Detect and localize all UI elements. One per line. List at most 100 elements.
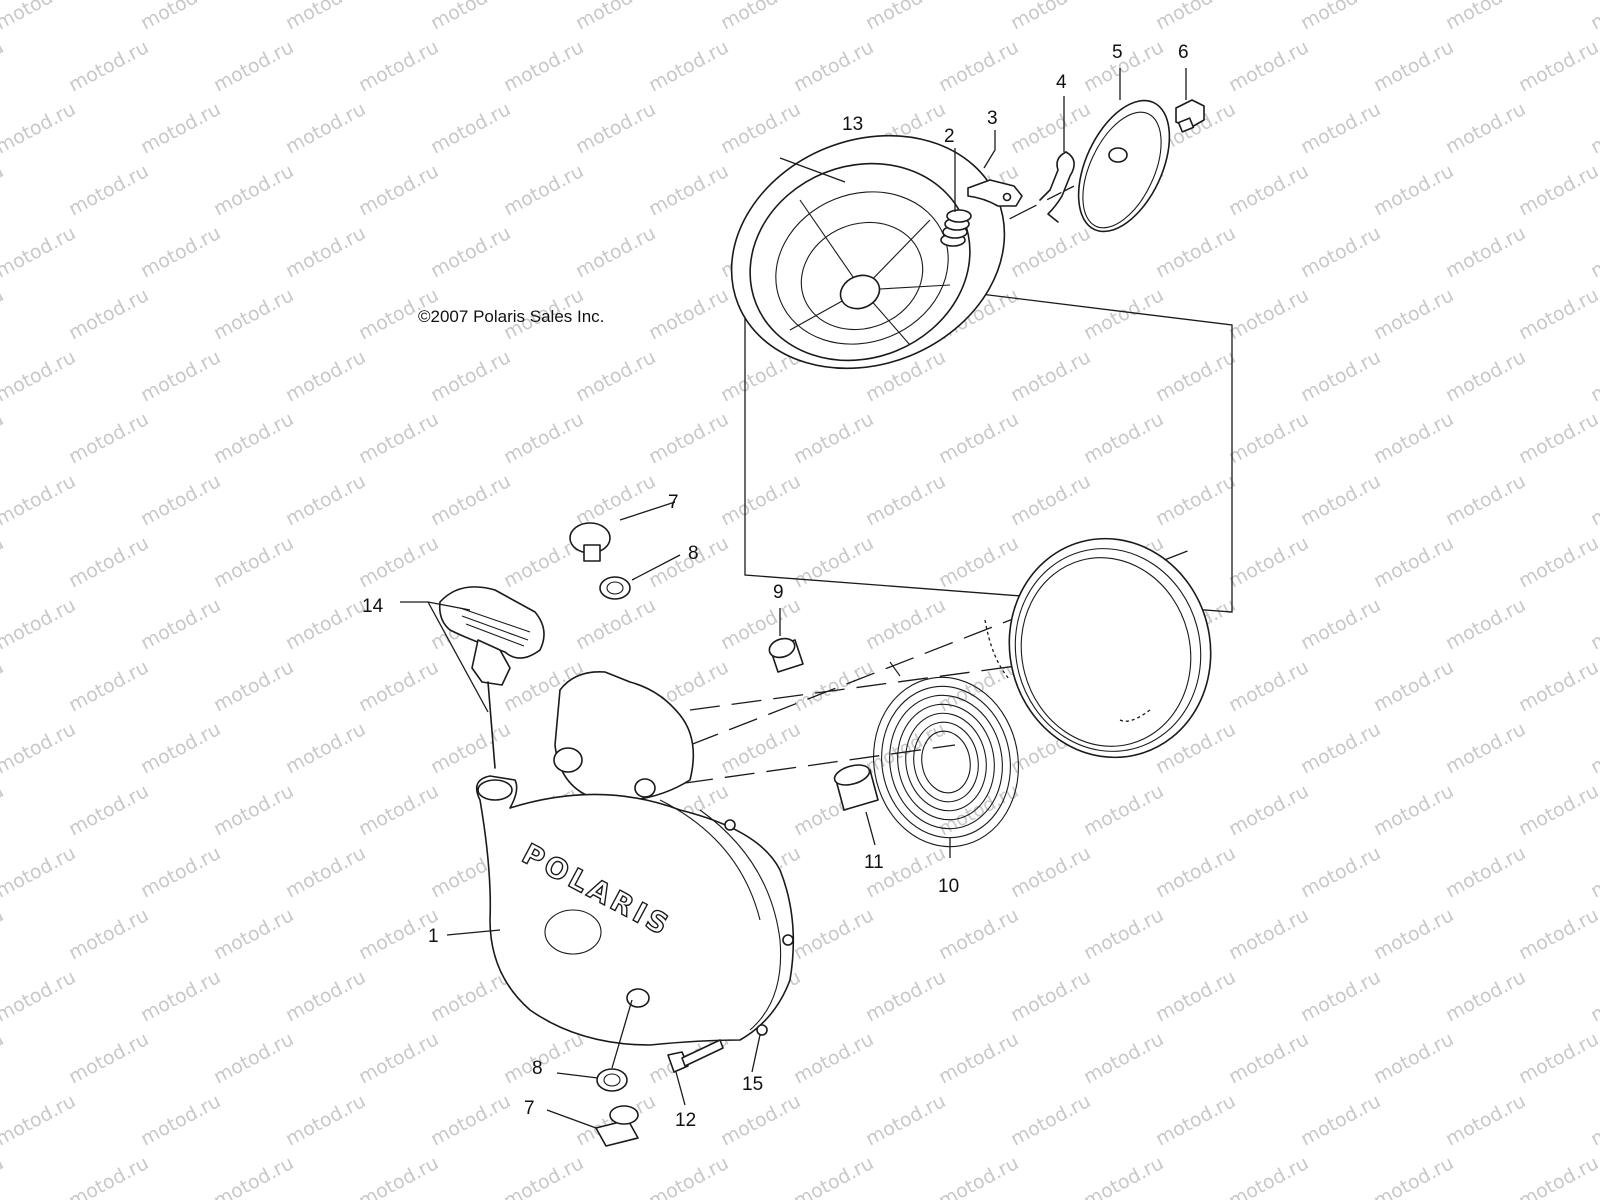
watermark-text: motod.ru bbox=[65, 284, 152, 344]
callout-12: 12 bbox=[675, 1110, 696, 1131]
watermark-text: motod.ru bbox=[210, 160, 297, 220]
watermark-text: motod.ru bbox=[427, 718, 514, 778]
watermark-text: motod.ru bbox=[1297, 594, 1384, 654]
watermark-text: motod.ru bbox=[0, 222, 79, 282]
watermark-text: motod.ru bbox=[1370, 656, 1457, 716]
watermark-text: motod.ru bbox=[355, 160, 442, 220]
watermark-text: motod.ru bbox=[210, 408, 297, 468]
watermark-text: motod.ru bbox=[1080, 1152, 1167, 1200]
watermark-text: motod.ru bbox=[1515, 656, 1600, 716]
watermark-text: motod.ru bbox=[210, 656, 297, 716]
watermark-text: motod.ru bbox=[935, 36, 1022, 96]
watermark-text: motod.ru bbox=[1442, 0, 1529, 34]
callout-labels: 13 2 3 4 5 6 7 8 9 14 10 11 1 8 7 12 15 bbox=[362, 42, 1189, 1131]
watermark-text: motod.ru bbox=[1442, 594, 1529, 654]
watermark-text: motod.ru bbox=[65, 408, 152, 468]
watermark-text: motod.ru bbox=[500, 160, 587, 220]
watermark-text: motod.ru bbox=[0, 1152, 7, 1200]
watermark-text: motod.ru bbox=[645, 160, 732, 220]
friction-plate bbox=[1077, 99, 1171, 233]
watermark-text: motod.ru bbox=[717, 470, 804, 530]
watermark-text: motod.ru bbox=[65, 780, 152, 840]
watermark-text: motod.ru bbox=[862, 0, 949, 34]
watermark-text: motod.ru bbox=[645, 408, 732, 468]
watermark-text: motod.ru bbox=[355, 780, 442, 840]
washer-lower bbox=[596, 1068, 628, 1092]
watermark-text: motod.ru bbox=[0, 284, 7, 344]
watermark-text: motod.ru bbox=[1152, 222, 1239, 282]
watermark-text: motod.ru bbox=[1080, 1028, 1167, 1088]
watermark-text: motod.ru bbox=[1297, 0, 1384, 34]
watermark-text: motod.ru bbox=[65, 36, 152, 96]
watermark-text: motod.ru bbox=[1225, 160, 1312, 220]
watermark-text: motod.ru bbox=[355, 1028, 442, 1088]
watermark-text: motod.ru bbox=[0, 532, 7, 592]
watermark-text: motod.ru bbox=[137, 346, 224, 406]
watermark-text: motod.ru bbox=[790, 904, 877, 964]
watermark-text: motod.ru bbox=[282, 594, 369, 654]
watermark-text: motod.ru bbox=[1370, 904, 1457, 964]
watermark-text: motod.ru bbox=[1007, 0, 1094, 34]
watermark-text: motod.ru bbox=[0, 718, 79, 778]
watermark-text: motod.ru bbox=[1370, 532, 1457, 592]
watermark-text: motod.ru bbox=[210, 1028, 297, 1088]
watermark-text: motod.ru bbox=[1152, 470, 1239, 530]
watermark-text: motod.ru bbox=[1007, 966, 1094, 1026]
watermark-text: motod.ru bbox=[862, 1090, 949, 1150]
watermark-text: motod.ru bbox=[427, 1090, 514, 1150]
pulley-reel bbox=[730, 134, 1006, 370]
screw bbox=[1175, 99, 1205, 133]
watermark-text: motod.ru bbox=[1370, 36, 1457, 96]
watermark-text: motod.ru bbox=[355, 656, 442, 716]
watermark-text: motod.ru bbox=[1587, 594, 1600, 654]
watermark-text: motod.ru bbox=[1152, 966, 1239, 1026]
callout-15: 15 bbox=[742, 1074, 763, 1095]
watermark-text: motod.ru bbox=[355, 532, 442, 592]
small-spring bbox=[940, 209, 972, 247]
watermark-text: motod.ru bbox=[1442, 470, 1529, 530]
watermark-text: motod.ru bbox=[1225, 780, 1312, 840]
watermark-text: motod.ru bbox=[1370, 160, 1457, 220]
watermark-text: motod.ru bbox=[1297, 470, 1384, 530]
watermark-text: motod.ru bbox=[935, 904, 1022, 964]
callout-7-lower: 7 bbox=[524, 1098, 535, 1119]
watermark-text: motod.ru bbox=[717, 98, 804, 158]
watermark-text: motod.ru bbox=[935, 408, 1022, 468]
watermark-text: motod.ru bbox=[427, 0, 514, 34]
watermark-text: motod.ru bbox=[282, 966, 369, 1026]
watermark-text: motod.ru bbox=[1587, 346, 1600, 406]
watermark-text: motod.ru bbox=[0, 656, 7, 716]
watermark-text: motod.ru bbox=[1152, 842, 1239, 902]
watermark-text: motod.ru bbox=[0, 842, 79, 902]
callout-5: 5 bbox=[1112, 42, 1123, 63]
watermark-text: motod.ru bbox=[1225, 904, 1312, 964]
watermark-text: motod.ru bbox=[1587, 1090, 1600, 1150]
watermark-text: motod.ru bbox=[1152, 1090, 1239, 1150]
watermark-text: motod.ru bbox=[1007, 346, 1094, 406]
watermark-text: motod.ru bbox=[790, 1152, 877, 1200]
callout-14: 14 bbox=[362, 596, 384, 617]
watermark-text: motod.ru bbox=[137, 222, 224, 282]
watermark-text: motod.ru bbox=[0, 98, 79, 158]
watermark-text: motod.ru bbox=[935, 1152, 1022, 1200]
watermark-text: motod.ru bbox=[0, 780, 7, 840]
watermark-text: motod.ru bbox=[935, 532, 1022, 592]
watermark-text: motod.ru bbox=[427, 222, 514, 282]
watermark-text: motod.ru bbox=[1442, 842, 1529, 902]
watermark-text: motod.ru bbox=[0, 346, 79, 406]
watermark-text: motod.ru bbox=[65, 904, 152, 964]
watermark-text: motod.ru bbox=[1587, 842, 1600, 902]
watermark-text: motod.ru bbox=[1225, 1028, 1312, 1088]
watermark-text: motod.ru bbox=[1152, 346, 1239, 406]
callout-8-lower: 8 bbox=[532, 1058, 543, 1079]
friction-spring-clip bbox=[1039, 151, 1075, 223]
watermark-text: motod.ru bbox=[1515, 1152, 1600, 1200]
watermark-text: motod.ru bbox=[1225, 408, 1312, 468]
watermark-text: motod.ru bbox=[0, 36, 7, 96]
watermark-text: motod.ru bbox=[137, 0, 224, 34]
watermark-text: motod.ru bbox=[65, 1028, 152, 1088]
watermark-text: motod.ru bbox=[282, 346, 369, 406]
watermark-text: motod.ru bbox=[1007, 842, 1094, 902]
watermark-text: motod.ru bbox=[1080, 36, 1167, 96]
fill-plug-upper bbox=[569, 522, 611, 562]
